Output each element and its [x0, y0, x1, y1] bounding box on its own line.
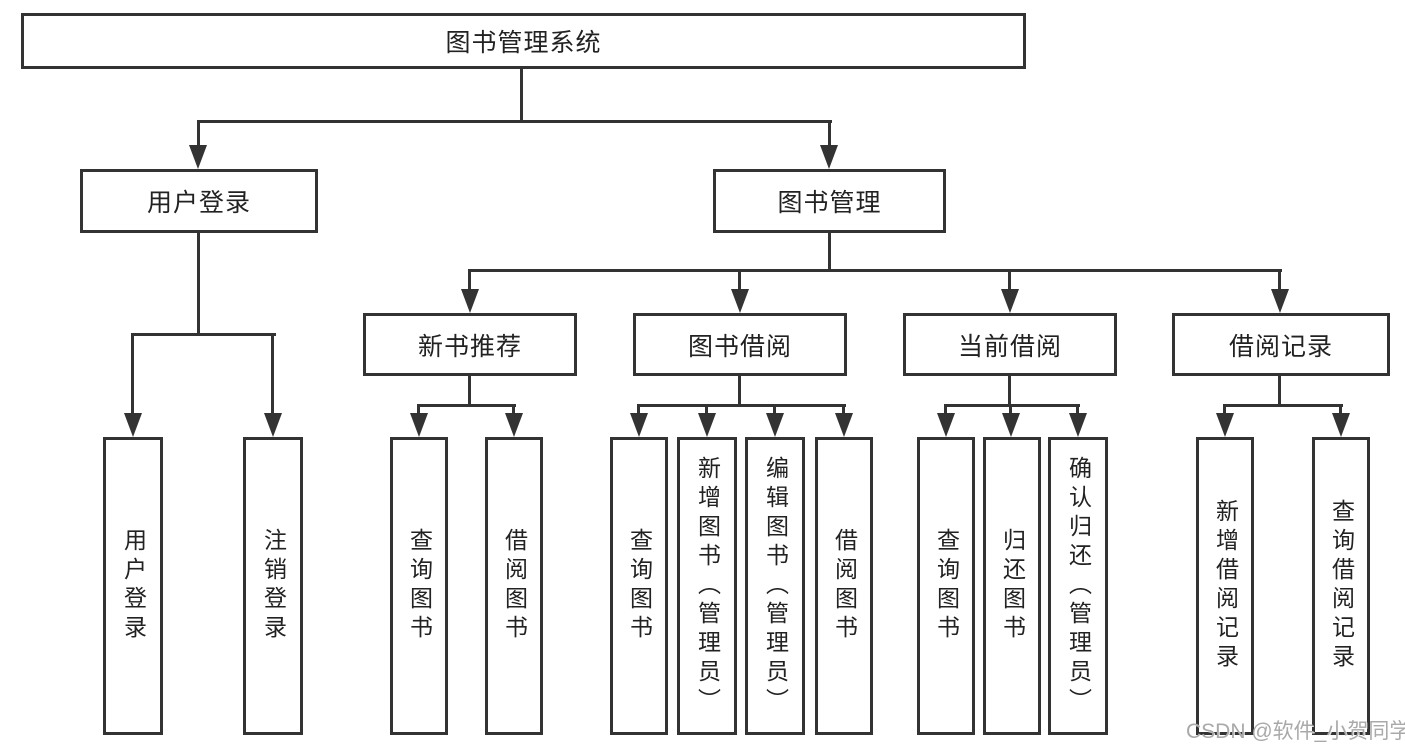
node-current-borrowing-label: 当前借阅	[957, 332, 1062, 361]
node-borrow-books-label: 借阅图书	[831, 528, 858, 644]
arrow-down-icon	[835, 413, 853, 437]
node-root: 图书管理系统	[21, 13, 1026, 69]
node-add-books-admin-label: 新增图书（管理员）	[694, 455, 721, 717]
connector-user-login-bus	[131, 333, 276, 336]
node-query-books-borrow-label: 查询图书	[626, 528, 653, 644]
arrow-down-icon	[189, 145, 207, 169]
arrow-down-icon	[505, 413, 523, 437]
arrow-down-icon	[1332, 413, 1350, 437]
connector-group-bus	[1223, 404, 1343, 407]
arrow-down-icon	[698, 413, 716, 437]
node-new-book-recommend-label: 新书推荐	[417, 332, 522, 361]
arrow-down-icon	[1271, 289, 1289, 313]
arrow-down-icon	[124, 413, 142, 437]
connector-group-bus	[944, 404, 1080, 407]
node-query-books-current-label: 查询图书	[933, 528, 960, 644]
arrow-down-icon	[766, 413, 784, 437]
connector-group-stem	[468, 376, 471, 407]
node-edit-books-admin: 编辑图书（管理员）	[745, 437, 805, 735]
node-query-books-borrow: 查询图书	[610, 437, 668, 735]
connector-arrow-stem	[773, 406, 776, 414]
connector-arrow-stem	[512, 406, 515, 414]
node-logout-action: 注销登录	[243, 437, 303, 735]
connector-arrow-stem	[1278, 271, 1281, 290]
arrow-down-icon	[1001, 289, 1019, 313]
connector-arrow-stem	[1339, 406, 1342, 414]
node-book-borrowing-label: 图书借阅	[687, 332, 792, 361]
arrow-down-icon	[1216, 413, 1234, 437]
connector-group-bus	[637, 404, 846, 407]
node-book-management-label: 图书管理	[777, 189, 882, 217]
connector-arrow-stem	[828, 122, 831, 146]
connector-arrow-stem	[131, 335, 134, 413]
node-book-borrowing: 图书借阅	[633, 313, 847, 376]
connector-arrow-stem	[271, 335, 274, 413]
connector-arrow-stem	[417, 406, 420, 414]
node-new-book-recommend: 新书推荐	[363, 313, 577, 376]
node-borrow-books-recommend: 借阅图书	[485, 437, 543, 735]
node-user-login: 用户登录	[80, 169, 318, 233]
connector-user-login-stem	[197, 233, 200, 336]
node-borrow-records: 借阅记录	[1172, 313, 1390, 376]
connector-arrow-stem	[705, 406, 708, 414]
node-query-books-recommend: 查询图书	[390, 437, 448, 735]
node-query-books-recommend-label: 查询图书	[406, 528, 433, 644]
connector-group-stem	[1278, 376, 1281, 407]
connector-arrow-stem	[842, 406, 845, 414]
connector-arrow-stem	[1009, 406, 1012, 414]
connector-arrow-stem	[1076, 406, 1079, 414]
connector-arrow-stem	[197, 122, 200, 146]
node-user-login-action-label: 用户登录	[120, 528, 147, 644]
node-query-borrow-record-label: 查询借阅记录	[1328, 499, 1355, 673]
connector-arrow-stem	[468, 271, 471, 290]
arrow-down-icon	[937, 413, 955, 437]
node-edit-books-admin-label: 编辑图书（管理员）	[762, 455, 789, 717]
connector-group-stem	[738, 376, 741, 407]
node-add-borrow-record-label: 新增借阅记录	[1212, 499, 1239, 673]
node-return-books-label: 归还图书	[999, 528, 1026, 644]
connector-arrow-stem	[944, 406, 947, 414]
node-confirm-return-admin-label: 确认归还（管理员）	[1065, 455, 1092, 717]
connector-arrow-stem	[637, 406, 640, 414]
connector-book-mgmt-stem	[828, 233, 831, 271]
arrow-down-icon	[461, 289, 479, 313]
node-user-login-action: 用户登录	[103, 437, 163, 735]
node-root-label: 图书管理系统	[445, 29, 602, 57]
node-return-books: 归还图书	[983, 437, 1041, 735]
node-query-books-current: 查询图书	[917, 437, 975, 735]
connector-level3-bus	[468, 269, 1282, 272]
connector-arrow-stem	[1223, 406, 1226, 414]
arrow-down-icon	[1002, 413, 1020, 437]
node-user-login-label: 用户登录	[146, 189, 251, 217]
connector-arrow-stem	[1008, 271, 1011, 290]
arrow-down-icon	[731, 289, 749, 313]
csdn-watermark: CSDN @软件_小贺同学	[1186, 720, 1405, 743]
arrow-down-icon	[1069, 413, 1087, 437]
arrow-down-icon	[410, 413, 428, 437]
connector-group-bus	[417, 404, 516, 407]
node-query-borrow-record: 查询借阅记录	[1312, 437, 1370, 735]
node-add-books-admin: 新增图书（管理员）	[677, 437, 737, 735]
node-book-management: 图书管理	[713, 169, 946, 233]
connector-root-stem	[520, 69, 523, 123]
connector-level2-bus	[197, 120, 832, 123]
node-confirm-return-admin: 确认归还（管理员）	[1048, 437, 1108, 735]
connector-arrow-stem	[738, 271, 741, 290]
node-borrow-books: 借阅图书	[815, 437, 873, 735]
arrow-down-icon	[264, 413, 282, 437]
arrow-down-icon	[820, 145, 838, 169]
node-logout-action-label: 注销登录	[260, 528, 287, 644]
node-add-borrow-record: 新增借阅记录	[1196, 437, 1254, 735]
connector-group-stem	[1008, 376, 1011, 407]
node-borrow-books-recommend-label: 借阅图书	[501, 528, 528, 644]
node-current-borrowing: 当前借阅	[903, 313, 1117, 376]
arrow-down-icon	[630, 413, 648, 437]
node-borrow-records-label: 借阅记录	[1228, 332, 1333, 361]
